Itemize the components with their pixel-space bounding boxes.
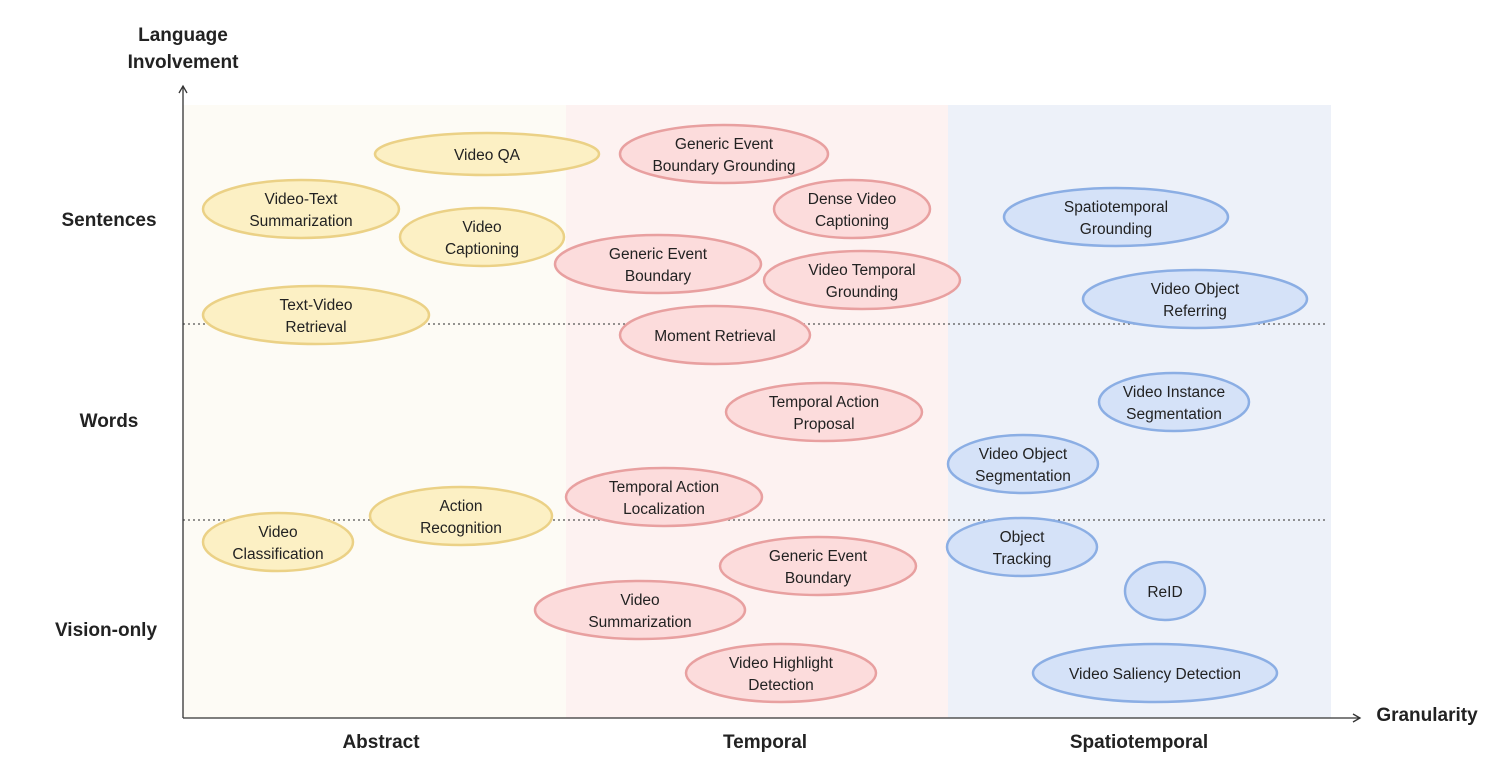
task-ellipse-video-summarization: [533, 579, 747, 641]
task-ellipse-object-tracking: [945, 516, 1099, 578]
task-label-generic-event-boundary-vision-line-2: Boundary: [785, 570, 852, 587]
task-label-video-object-referring-line-1: Video Object: [1151, 281, 1240, 298]
y-axis-title-line-2: Involvement: [128, 52, 240, 73]
task-ellipse-reid: [1123, 560, 1207, 622]
category-label-temporal: Temporal: [723, 732, 807, 753]
task-label-video-captioning-line-1: Video: [462, 219, 501, 236]
task-label-temporal-action-proposal-line-1: Temporal Action: [769, 394, 879, 411]
task-label-video-temporal-grounding-line-2: Grounding: [826, 284, 898, 301]
level-label-sentences: Sentences: [61, 210, 156, 231]
task-label-action-recognition-line-1: Action: [439, 498, 482, 515]
task-node-video-saliency-detection: Video Saliency Detection: [1031, 642, 1279, 704]
task-label-temporal-action-localization-line-1: Temporal Action: [609, 479, 719, 496]
task-node-moment-retrieval: Moment Retrieval: [618, 304, 812, 366]
task-ellipse-temporal-action-proposal: [724, 381, 924, 443]
task-node-video-qa: Video QA: [373, 131, 601, 177]
task-ellipse-generic-event-boundary-sentences: [553, 233, 763, 295]
task-label-temporal-action-proposal-line-2: Proposal: [793, 416, 854, 433]
task-label-text-video-retrieval-line-1: Text-Video: [280, 297, 353, 314]
task-label-generic-event-boundary-grounding-line-1: Generic Event: [675, 136, 774, 153]
task-label-spatiotemporal-grounding-line-1: Spatiotemporal: [1064, 199, 1168, 216]
level-label-vision-only: Vision-only: [55, 620, 157, 641]
task-ellipse-video-object-segmentation: [946, 433, 1100, 495]
task-ellipse-spatiotemporal-grounding: [1002, 186, 1230, 248]
task-ellipse-video-temporal-grounding: [762, 249, 962, 311]
task-label-video-temporal-grounding-line-1: Video Temporal: [808, 262, 915, 279]
task-label-video-object-referring-line-2: Referring: [1163, 303, 1227, 320]
task-label-video-summarization-line-2: Summarization: [588, 614, 691, 631]
task-ellipse-dense-video-captioning: [772, 178, 932, 240]
category-label-abstract: Abstract: [342, 732, 420, 753]
task-label-action-recognition-line-2: Recognition: [420, 520, 502, 537]
task-label-generic-event-boundary-vision-line-1: Generic Event: [769, 548, 868, 565]
task-label-video-object-segmentation-line-2: Segmentation: [975, 468, 1071, 485]
task-label-video-captioning-line-2: Captioning: [445, 241, 519, 258]
task-ellipse-generic-event-boundary-grounding: [618, 123, 830, 185]
task-ellipse-video-classification: [201, 511, 355, 573]
task-label-object-tracking-line-2: Tracking: [993, 551, 1052, 568]
task-ellipse-action-recognition: [368, 485, 554, 547]
task-label-temporal-action-localization-line-2: Localization: [623, 501, 705, 518]
task-label-reid-line-1: ReID: [1147, 584, 1182, 601]
task-label-video-saliency-detection-line-1: Video Saliency Detection: [1069, 666, 1241, 683]
task-ellipse-generic-event-boundary-vision: [718, 535, 918, 597]
task-ellipse-video-saliency-detection: [1031, 642, 1279, 704]
task-label-generic-event-boundary-sentences-line-2: Boundary: [625, 268, 692, 285]
task-ellipse-video-object-referring: [1081, 268, 1309, 330]
task-label-object-tracking-line-1: Object: [1000, 529, 1045, 546]
task-ellipse-video-instance-segmentation: [1097, 371, 1251, 433]
task-label-video-text-summarization-line-1: Video-Text: [265, 191, 339, 208]
x-axis-title: Granularity: [1376, 705, 1478, 726]
task-label-video-classification-line-1: Video: [258, 524, 297, 541]
task-label-video-classification-line-2: Classification: [232, 546, 323, 563]
task-label-generic-event-boundary-grounding-line-2: Boundary Grounding: [652, 158, 795, 175]
task-label-text-video-retrieval-line-2: Retrieval: [285, 319, 346, 336]
task-label-moment-retrieval-line-1: Moment Retrieval: [654, 328, 775, 345]
task-label-video-object-segmentation-line-1: Video Object: [979, 446, 1068, 463]
task-label-video-qa-line-1: Video QA: [454, 147, 521, 164]
task-ellipse-moment-retrieval: [618, 304, 812, 366]
task-label-spatiotemporal-grounding-line-2: Grounding: [1080, 221, 1152, 238]
task-ellipse-video-text-summarization: [201, 178, 401, 240]
task-ellipse-video-captioning: [398, 206, 566, 268]
task-label-video-instance-segmentation-line-2: Segmentation: [1126, 406, 1222, 423]
task-label-generic-event-boundary-sentences-line-1: Generic Event: [609, 246, 708, 263]
task-node-reid: ReID: [1123, 560, 1207, 622]
task-ellipse-video-highlight-detection: [684, 642, 878, 704]
task-ellipse-temporal-action-localization: [564, 466, 764, 528]
level-label-words: Words: [80, 411, 139, 432]
task-label-dense-video-captioning-line-2: Captioning: [815, 213, 889, 230]
task-label-video-text-summarization-line-2: Summarization: [249, 213, 352, 230]
task-ellipse-text-video-retrieval: [201, 284, 431, 346]
task-ellipse-video-qa: [373, 131, 601, 177]
task-label-video-highlight-detection-line-1: Video Highlight: [729, 655, 834, 672]
y-axis-title-line-1: Language: [138, 25, 228, 46]
task-label-dense-video-captioning-line-1: Dense Video: [808, 191, 896, 208]
task-label-video-highlight-detection-line-2: Detection: [748, 677, 813, 694]
task-label-video-summarization-line-1: Video: [620, 592, 659, 609]
category-label-spatiotemporal: Spatiotemporal: [1070, 732, 1208, 753]
task-label-video-instance-segmentation-line-1: Video Instance: [1123, 384, 1225, 401]
